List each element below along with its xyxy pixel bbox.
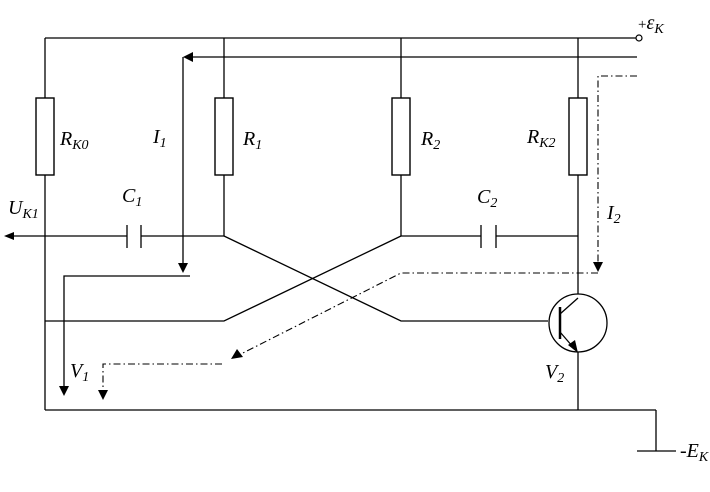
label-rk2: RK2: [526, 126, 556, 151]
current-v1-dashed-arrow: [98, 390, 108, 400]
current-v1-loop: [63, 275, 190, 388]
current-i2-arrow: [593, 262, 603, 272]
label-r2: R2: [420, 128, 440, 153]
label-c2: C2: [477, 186, 497, 211]
label-r1: R1: [242, 128, 262, 153]
label-i1: I1: [152, 126, 167, 151]
resistor-r1: [214, 97, 234, 176]
label-v2: V2: [545, 361, 564, 386]
label-supply-plus: +εK: [638, 12, 664, 37]
current-v1-arrow: [59, 386, 69, 396]
current-i1-arrow: [178, 263, 188, 273]
resistor-rk2: [568, 97, 588, 176]
current-loop-arrow-left: [183, 52, 193, 62]
label-i2: I2: [606, 202, 621, 227]
label-uk1: UK1: [8, 197, 39, 222]
resistor-r2: [391, 97, 411, 176]
positive-supply-terminal: [635, 34, 643, 42]
transistor-v2-collector: [559, 297, 579, 315]
label-v1: V1: [70, 360, 89, 385]
cross-coupling-r2-to-v1-base: [45, 235, 402, 322]
current-i2-return-arrow: [231, 349, 243, 359]
label-c1: C1: [122, 185, 142, 210]
label-rk0: RK0: [59, 128, 89, 153]
transistor-v2-emitter-arrow: [568, 340, 578, 353]
current-i2-return-path: [238, 272, 598, 356]
current-v1-dashed-path: [102, 363, 222, 392]
resistor-rk0: [35, 97, 55, 176]
output-arrow: [4, 232, 14, 240]
label-supply-minus: -EK: [680, 440, 709, 465]
cross-coupling-r1-to-v2-base: [223, 235, 548, 322]
current-i2-path: [597, 75, 637, 262]
transistor-v2-body: [548, 293, 608, 353]
